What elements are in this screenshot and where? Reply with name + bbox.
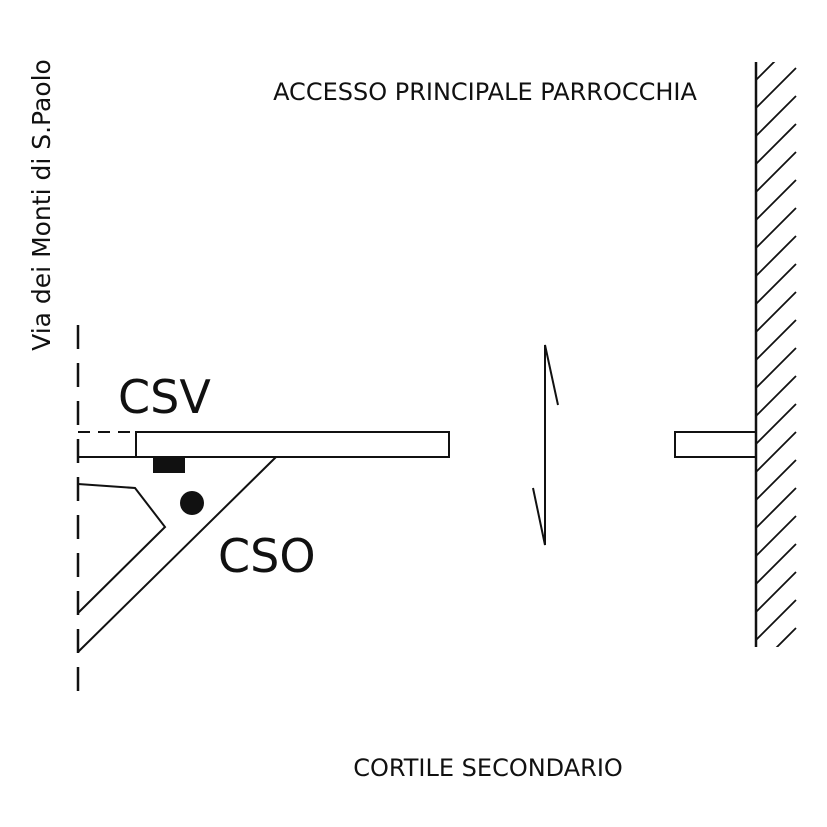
secondary-court-label: CORTILE SECONDARIO: [353, 754, 623, 782]
wall-hatch-line: [755, 235, 797, 277]
street-label: Via dei Monti di S.Paolo: [27, 59, 56, 351]
wall-hatch-line: [755, 515, 797, 557]
wall-hatch-line: [755, 291, 797, 333]
cso-label: CSO: [218, 529, 316, 583]
wall-hatch-line: [755, 263, 797, 305]
wall-hatch-line: [755, 543, 797, 585]
wall-hatch-line: [755, 403, 797, 445]
wall-hatch-line: [755, 62, 776, 81]
ramp-structure: [77, 456, 277, 653]
wall-hatch-line: [755, 151, 797, 193]
wall-hatch-line: [755, 123, 797, 165]
wall-hatch-line: [755, 459, 797, 501]
circle-marker: [180, 491, 204, 515]
wall-hatch-line: [756, 684, 796, 724]
wall-hatch-line: [755, 347, 797, 389]
wall-hatch-line: [755, 487, 797, 529]
wall-hatch-line: [775, 627, 797, 647]
wall-hatch-line: [756, 656, 796, 696]
wall-hatch-line: [755, 319, 797, 361]
square-marker: [153, 457, 185, 473]
wall-hatch-line: [755, 67, 797, 109]
wall-hatch-line: [755, 375, 797, 417]
csv-label: CSV: [118, 370, 211, 424]
wall-hatch-line: [755, 95, 797, 137]
wall-hatch-line: [755, 571, 797, 613]
hatched-wall: [754, 62, 797, 724]
break-symbol: [532, 344, 559, 546]
wall-hatch-line: [755, 599, 797, 641]
wall-hatch-line: [755, 431, 797, 473]
gate-beam: [78, 431, 450, 458]
wall-hatch-line: [755, 207, 797, 249]
gate-stub: [674, 431, 757, 458]
wall-hatch-line: [755, 179, 797, 221]
main-access-label: ACCESSO PRINCIPALE PARROCCHIA: [273, 78, 697, 106]
